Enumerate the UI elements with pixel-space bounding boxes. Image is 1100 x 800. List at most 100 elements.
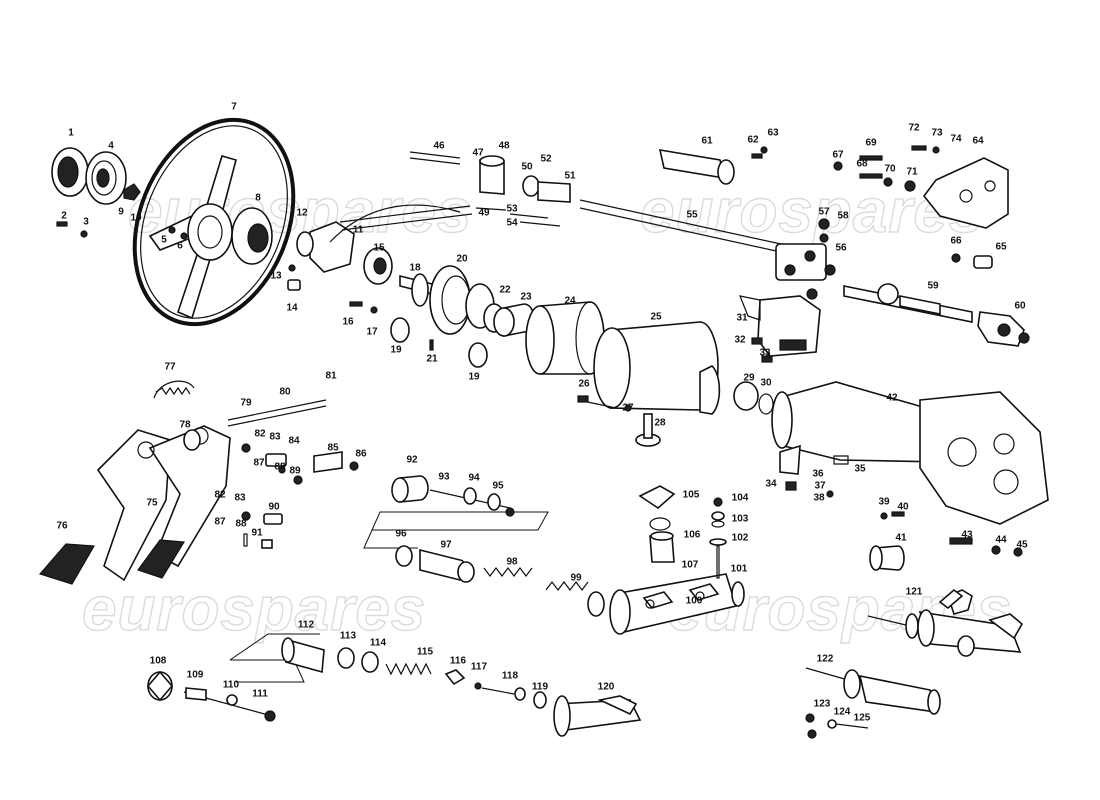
part-label: 2 bbox=[61, 211, 67, 222]
part-label: 83 bbox=[234, 493, 246, 504]
part-label: 89 bbox=[289, 466, 301, 477]
part-label: 3 bbox=[83, 217, 89, 228]
part-label: 117 bbox=[471, 662, 488, 673]
watermark-top-right: eurospares bbox=[640, 177, 984, 246]
part-label: 59 bbox=[927, 281, 939, 292]
part-label: 45 bbox=[1016, 540, 1028, 551]
part-label: 43 bbox=[961, 530, 973, 541]
part-label: 98 bbox=[506, 557, 518, 568]
part-label: 37 bbox=[814, 481, 826, 492]
part-label: 118 bbox=[502, 671, 519, 682]
part-label: 62 bbox=[747, 135, 759, 146]
part-label: 9 bbox=[118, 207, 124, 218]
part-label: 90 bbox=[268, 502, 280, 513]
part-label: 92 bbox=[406, 455, 418, 466]
master-cylinder-upper-internals bbox=[363, 475, 605, 617]
part-label: 82 bbox=[214, 490, 226, 501]
steering-wheel bbox=[132, 117, 296, 327]
part-label: 96 bbox=[395, 529, 407, 540]
part-label: 111 bbox=[252, 689, 268, 700]
part-label: 29 bbox=[743, 373, 755, 384]
part-label: 55 bbox=[686, 210, 698, 221]
part-label: 11 bbox=[353, 225, 364, 236]
part-label: 56 bbox=[835, 243, 847, 254]
part-label: 88 bbox=[274, 462, 286, 473]
part-label: 71 bbox=[906, 167, 918, 178]
part-label: 50 bbox=[521, 162, 533, 173]
steering-column-bearings bbox=[349, 265, 535, 368]
part-label: 52 bbox=[540, 154, 552, 165]
part-label: 91 bbox=[251, 528, 263, 539]
part-label: 48 bbox=[498, 141, 510, 152]
pedal-box bbox=[38, 380, 359, 585]
part-label: 103 bbox=[732, 514, 749, 525]
part-label: 119 bbox=[532, 682, 549, 693]
part-label: 18 bbox=[409, 263, 421, 274]
part-label: 36 bbox=[812, 469, 824, 480]
column-tubes bbox=[525, 301, 774, 447]
part-label: 49 bbox=[478, 208, 490, 219]
part-label: 12 bbox=[296, 208, 308, 219]
part-label: 101 bbox=[731, 564, 748, 575]
part-label: 24 bbox=[564, 296, 576, 307]
part-label: 47 bbox=[472, 148, 484, 159]
part-label: 46 bbox=[433, 141, 445, 152]
part-label: 61 bbox=[701, 136, 713, 147]
part-label: 116 bbox=[450, 656, 467, 667]
part-label: 27 bbox=[622, 403, 634, 414]
part-label: 123 bbox=[814, 699, 831, 710]
master-cylinder-upper bbox=[609, 485, 745, 635]
part-label: 14 bbox=[286, 303, 298, 314]
part-label: 73 bbox=[931, 128, 943, 139]
part-label: 120 bbox=[598, 682, 615, 693]
part-label: 67 bbox=[832, 150, 844, 161]
part-label: 88 bbox=[235, 519, 247, 530]
part-label: 63 bbox=[767, 128, 779, 139]
part-label: 102 bbox=[732, 533, 749, 544]
column-mount-bracket bbox=[739, 295, 821, 363]
part-label: 124 bbox=[834, 707, 851, 718]
part-label: 31 bbox=[736, 313, 748, 324]
part-label: 44 bbox=[995, 535, 1007, 546]
master-cylinder-lower-internals bbox=[146, 633, 547, 722]
part-label: 84 bbox=[288, 436, 300, 447]
part-label: 104 bbox=[732, 493, 749, 504]
part-label: 112 bbox=[298, 620, 315, 631]
part-label: 23 bbox=[520, 292, 532, 303]
part-label: 86 bbox=[355, 449, 367, 460]
part-label: 57 bbox=[818, 207, 830, 218]
part-label: 40 bbox=[897, 502, 909, 513]
part-label: 105 bbox=[683, 490, 700, 501]
part-label: 53 bbox=[506, 204, 518, 215]
part-label: 7 bbox=[231, 102, 237, 113]
part-label: 93 bbox=[438, 472, 450, 483]
part-label: 113 bbox=[340, 631, 357, 642]
part-label: 77 bbox=[164, 362, 176, 373]
part-label: 4 bbox=[108, 141, 114, 152]
part-label: 79 bbox=[240, 398, 252, 409]
part-label: 122 bbox=[817, 654, 834, 665]
upper-column-shaft bbox=[409, 149, 836, 300]
part-label: 121 bbox=[906, 587, 923, 598]
indicator-switch-group bbox=[287, 204, 473, 291]
part-label: 32 bbox=[734, 335, 746, 346]
part-label: 72 bbox=[908, 123, 920, 134]
part-label: 26 bbox=[578, 379, 590, 390]
part-label: 22 bbox=[499, 285, 511, 296]
part-label: 75 bbox=[146, 498, 158, 509]
part-label: 10 bbox=[130, 213, 142, 224]
part-labels: 1 2 3 4 5 6 7 8 9 10 11 12 13 14 15 16 1… bbox=[56, 102, 1028, 724]
part-label: 99 bbox=[570, 573, 582, 584]
part-label: 95 bbox=[492, 481, 504, 492]
part-label: 114 bbox=[370, 638, 387, 649]
part-label: 34 bbox=[765, 479, 777, 490]
part-label: 66 bbox=[950, 236, 962, 247]
steering-column-housing bbox=[771, 381, 1049, 571]
part-label: 21 bbox=[426, 354, 438, 365]
part-label: 28 bbox=[654, 418, 666, 429]
part-label: 94 bbox=[468, 473, 480, 484]
part-label: 1 bbox=[68, 128, 74, 139]
part-label: 8 bbox=[255, 193, 261, 204]
part-label: 97 bbox=[440, 540, 452, 551]
